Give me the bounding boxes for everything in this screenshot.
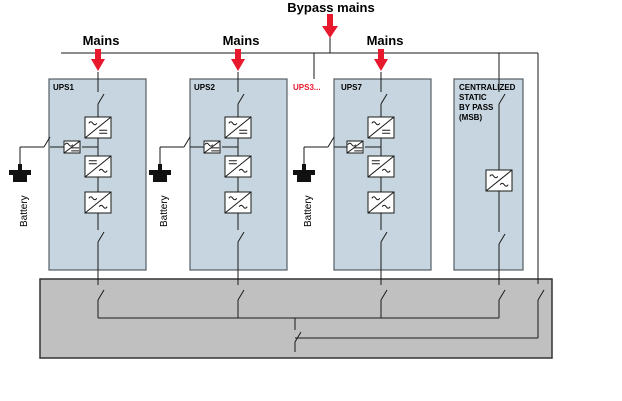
- msb-label-line3: BY PASS: [459, 103, 494, 112]
- ups2-static-switch: [224, 191, 252, 214]
- ups2-rectifier: [224, 116, 252, 139]
- ups7-battery-charger: [346, 140, 364, 154]
- ups-more-label: UPS3...: [293, 83, 321, 92]
- msb-static-switch: [485, 169, 513, 192]
- ups2-label: UPS2: [194, 83, 215, 92]
- ups1-battery-icon: [9, 164, 31, 182]
- battery-label-2: Battery: [159, 195, 170, 227]
- ups2-input-switch: [237, 93, 245, 105]
- msb-label-line1: CENTRALIZED: [459, 83, 516, 92]
- ups1-inverter: [84, 155, 112, 178]
- ups1-battery-switch: [43, 136, 51, 148]
- bypass-mains-arrow: [322, 14, 338, 53]
- ups2-inverter: [224, 155, 252, 178]
- ups7-output-switch: [380, 231, 388, 243]
- ups2-panel-switch: [237, 289, 245, 301]
- circuit-drawing: [9, 72, 545, 352]
- ups1-label: UPS1: [53, 83, 74, 92]
- main-output-switch: [294, 331, 302, 343]
- ups7-inverter: [367, 155, 395, 178]
- mains-arrow-2: [231, 49, 245, 71]
- mains-label-3: Mains: [367, 33, 404, 48]
- ups1-static-switch: [84, 191, 112, 214]
- ups7-label: UPS7: [341, 83, 362, 92]
- ups2-output-switch: [237, 231, 245, 243]
- mains-arrow-1: [91, 49, 105, 71]
- ups7-rectifier: [367, 116, 395, 139]
- ups7-input-switch: [380, 93, 388, 105]
- ups7-static-switch: [367, 191, 395, 214]
- ups2-battery-switch: [183, 136, 191, 148]
- ups1-output-switch: [97, 231, 105, 243]
- ups1-rectifier: [84, 116, 112, 139]
- mains-label-1: Mains: [83, 33, 120, 48]
- mains-label-2: Mains: [223, 33, 260, 48]
- ups2-battery-icon: [149, 164, 171, 182]
- msb-output-switch: [498, 233, 506, 245]
- msb-label-line2: STATIC: [459, 93, 487, 102]
- msb-input-switch: [498, 93, 506, 105]
- battery-label-1: Battery: [19, 195, 30, 227]
- ups7-panel-switch: [380, 289, 388, 301]
- bypass-mains-label: Bypass mains: [287, 0, 374, 15]
- ups2-battery-charger: [203, 140, 221, 154]
- bypass-bus: [61, 52, 539, 284]
- msb-label-line4: (MSB): [459, 113, 482, 122]
- ups1-input-switch: [97, 93, 105, 105]
- ups7-battery-switch: [327, 136, 335, 148]
- bypass-panel-switch: [537, 289, 545, 301]
- ups1-battery-charger: [63, 140, 81, 154]
- ups7-battery-icon: [293, 164, 315, 182]
- battery-label-3: Battery: [303, 195, 314, 227]
- ups1-panel-switch: [97, 289, 105, 301]
- mains-arrow-3: [374, 49, 388, 71]
- msb-panel-switch: [498, 289, 506, 301]
